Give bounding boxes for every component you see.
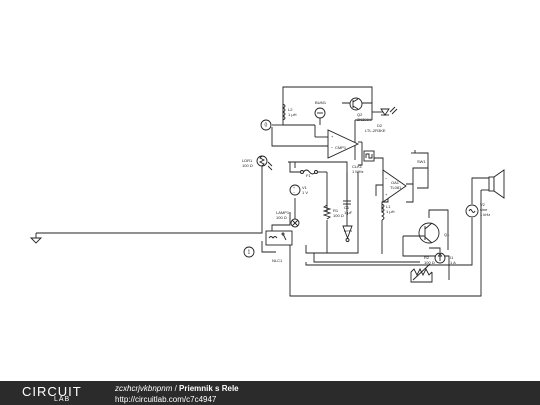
brand-logo-bottom: LAB — [54, 396, 71, 403]
ldr1-value: 100 Ω — [242, 163, 253, 168]
footer-bar — [0, 381, 540, 405]
ldr1-name: LDR1 — [242, 158, 253, 163]
not1-name: NOT1 — [344, 229, 352, 233]
author-name[interactable]: zcxhcrjvkbnpnm — [115, 384, 173, 393]
fuse-f1: F1 — [300, 169, 318, 178]
v1-minus: − — [293, 191, 295, 195]
credit-line: zcxhcrjvkbnpnm / Priemnik s Rele — [115, 384, 239, 393]
port-one: 1 — [243, 246, 255, 258]
v2-waveform: sine — [480, 207, 488, 212]
cmp1-plus: + — [331, 134, 334, 139]
inverter-not1: NOT1 — [342, 225, 353, 242]
relay-nlc1: NLC1 — [265, 230, 293, 263]
sw1-name: SW1 — [417, 159, 426, 164]
r2-value: 100 Ω — [424, 260, 435, 265]
clock-clk1: CLK1 1 MHz — [352, 150, 375, 174]
speaker-icon — [488, 169, 505, 199]
l2-name: L2 — [288, 107, 293, 112]
i1-name: I1 — [450, 255, 454, 260]
capacitor-c1: C1 1 µF — [343, 172, 353, 215]
l1-name: L1 — [386, 204, 391, 209]
source-v1: + − V1 1 V — [289, 184, 308, 196]
circuit-url-link[interactable]: http://circuitlab.com/c7c4947 — [115, 395, 217, 404]
bum1-name: BUM1 — [315, 100, 327, 105]
inductor-l1: L1 1 µH — [380, 203, 395, 221]
nlc1-name: NLC1 — [272, 258, 283, 263]
v1-name: V1 — [302, 185, 308, 190]
wires — [36, 86, 489, 297]
resistor-r2: R2 100 Ω — [410, 255, 435, 281]
v2-name: V2 — [480, 202, 486, 207]
brand-logo-top: CIRCUIT — [22, 384, 82, 399]
transistor-q1: Q1 — [403, 222, 450, 244]
oa1-minus: − — [385, 176, 388, 181]
oa1-value: TL081 — [390, 185, 402, 190]
led-d2: D2 LTL-2R3KE — [365, 106, 398, 133]
r1-value: 100 Ω — [333, 213, 344, 218]
r1-name: R1 — [333, 208, 339, 213]
r2-name: R2 — [424, 255, 430, 260]
port-zero: 0 — [260, 119, 272, 131]
opamp-oa1: − + OA1 TL081 — [382, 169, 407, 203]
resistor-r1: R1 100 Ω — [322, 204, 344, 220]
switch-sw1: SW1 — [411, 150, 426, 164]
d2-name: D2 — [377, 123, 383, 128]
f1-name: F1 — [306, 173, 311, 178]
l2-value: 1 µH — [288, 112, 297, 117]
current-source-i1: I1 1 A — [434, 252, 456, 265]
credit-separator: / — [172, 384, 180, 393]
cmp1-minus: − — [331, 145, 334, 150]
inductor-l2: L2 1 µH — [281, 103, 297, 121]
q1-name: Q1 — [444, 232, 450, 237]
l1-value: 1 µH — [386, 209, 395, 214]
v1-value: 1 V — [302, 190, 308, 195]
oa1-name: OA1 — [391, 180, 400, 185]
c1-value: 1 µF — [344, 210, 353, 215]
source-v2: V2 sine 1 kHz — [465, 202, 490, 218]
port-zero-label: 0 — [265, 123, 268, 129]
q2-value: 2N3904 — [357, 117, 372, 122]
q2-name: Q2 — [357, 112, 363, 117]
comparator-cmp1: + − CMP1 — [327, 129, 360, 159]
cmp1-name: CMP1 — [335, 145, 347, 150]
lamp1-value: 100 Ω — [276, 215, 287, 220]
lamp-lamp1: LAMP1 100 Ω — [276, 210, 300, 228]
buzzer-bum1: BUM1 — [314, 100, 327, 119]
port-one-label: 1 — [248, 250, 251, 256]
circuit-title: Priemnik s Rele — [179, 384, 239, 393]
lamp1-name: LAMP1 — [276, 210, 290, 215]
ldr-ldr1: LDR1 100 Ω — [242, 155, 273, 171]
ground-symbol — [29, 233, 43, 244]
clk1-value: 1 MHz — [352, 169, 364, 174]
v1-plus: + — [293, 186, 295, 190]
clk1-name: CLK1 — [352, 164, 363, 169]
i1-value: 1 A — [450, 260, 456, 265]
transistor-q2: Q2 2N3904 — [349, 97, 372, 122]
oa1-plus: + — [385, 192, 388, 197]
c1-name: C1 — [344, 205, 350, 210]
d2-value: LTL-2R3KE — [365, 128, 386, 133]
v2-frequency: 1 kHz — [480, 212, 490, 217]
